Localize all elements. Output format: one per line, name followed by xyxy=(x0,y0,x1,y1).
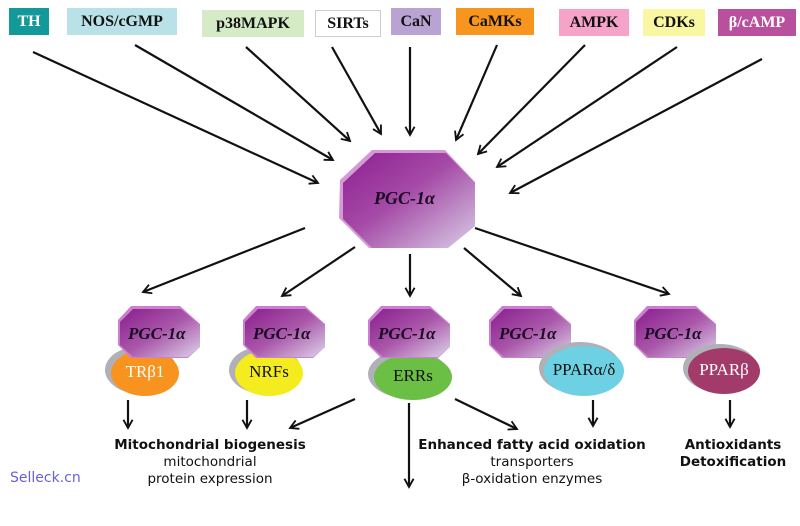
regulator-camks: CaMKs xyxy=(453,5,534,35)
regulator-can: CaN xyxy=(388,5,441,35)
arrow-ampk xyxy=(478,44,586,154)
arrow-errs-to-biogenesis xyxy=(290,397,356,428)
outcome-title: Enhanced fatty acid oxidation xyxy=(418,437,646,453)
arrow-to-ppar-ad xyxy=(463,247,521,296)
complex-trb1-partner-label: TRβ1 xyxy=(125,362,165,381)
outcome-title: Mitochondrial biogenesis xyxy=(114,437,306,453)
complex-ppar-ad-graphic xyxy=(489,306,624,396)
outcome-arrows xyxy=(128,397,730,487)
complex-nrfs-graphic xyxy=(229,306,325,396)
regulator-th: TH xyxy=(6,5,49,35)
outcome-detail: mitochondrial xyxy=(163,454,257,470)
complex-pparb-coactivator-label: PGC-1α xyxy=(644,324,702,343)
arrow-to-pparb xyxy=(474,226,669,294)
upstream-arrows xyxy=(32,44,763,193)
outcome-mitochondrial-biogenesis: Mitochondrial biogenesis mitochondrial p… xyxy=(110,437,310,488)
arrow-cdks xyxy=(497,46,678,167)
regulator-nos-cgmp: NOS/cGMP xyxy=(64,5,177,35)
arrow-sirts xyxy=(331,46,382,134)
complex-errs-partner-label: ERRs xyxy=(393,366,433,385)
downstream-arrows xyxy=(143,226,669,296)
outcome-detail: transporters xyxy=(490,454,574,470)
arrow-camks xyxy=(456,44,499,140)
complex-errs-graphic xyxy=(368,306,452,400)
complex-pparb-partner-label: PPARβ xyxy=(699,360,749,379)
outcome-title: Antioxidants xyxy=(684,437,782,453)
regulator-p38mapk: p38MAPK xyxy=(199,7,304,37)
center-node-label: PGC-1α xyxy=(374,188,435,208)
outcome-antioxidants-detox: Antioxidants Detoxification xyxy=(676,437,790,471)
outcome-detail: protein expression xyxy=(147,471,273,487)
arrow-th xyxy=(32,51,318,183)
arrow-b-camp xyxy=(510,58,763,193)
regulator-b-camp: β/cAMP xyxy=(715,6,796,36)
watermark: Selleck.cn xyxy=(10,470,81,486)
regulator-cdks: CDKs xyxy=(640,6,705,36)
outcome-detail: β-oxidation enzymes xyxy=(461,471,603,487)
complex-nrfs-coactivator-label: PGC-1α xyxy=(253,324,311,343)
arrow-to-trb1 xyxy=(143,226,306,292)
outcome-title: Detoxification xyxy=(679,454,787,470)
outcome-fatty-acid-oxidation: Enhanced fatty acid oxidation transporte… xyxy=(412,437,652,488)
complex-nrfs-partner-label: NRFs xyxy=(249,362,289,381)
complex-pparb-graphic xyxy=(634,306,760,394)
regulator-ampk: AMPK xyxy=(556,6,629,36)
arrow-to-nrfs xyxy=(282,246,356,296)
complex-trb1-coactivator-label: PGC-1α xyxy=(128,324,186,343)
complex-trb1-graphic xyxy=(105,306,200,396)
arrow-nos-cgmp xyxy=(134,44,333,161)
complex-ppar-ad-partner-label: PPARα/δ xyxy=(552,360,616,379)
arrow-p38mapk xyxy=(245,46,350,141)
arrow-errs-to-fatty-acid xyxy=(454,398,517,429)
regulator-sirts: SIRTs xyxy=(313,8,381,37)
complex-errs-coactivator-label: PGC-1α xyxy=(378,324,436,343)
complex-ppar-ad-coactivator-label: PGC-1α xyxy=(499,324,557,343)
center-octagon xyxy=(339,150,475,248)
